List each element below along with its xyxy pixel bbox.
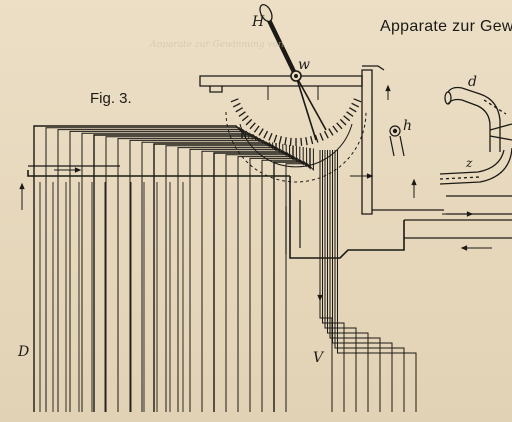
flow-arrows bbox=[19, 84, 492, 302]
pipe-line bbox=[337, 150, 417, 412]
arrow-head bbox=[411, 178, 417, 186]
pipe-line bbox=[322, 150, 345, 412]
pipe-line bbox=[261, 147, 308, 412]
pipe-line bbox=[129, 139, 270, 412]
pipe-line bbox=[225, 146, 297, 412]
arrow-head bbox=[466, 211, 474, 217]
figure-label: Fig. 3. bbox=[90, 90, 132, 107]
label-z: z bbox=[466, 156, 473, 170]
arrow-head bbox=[460, 245, 468, 251]
pipe-line bbox=[327, 150, 369, 412]
bleed-through-text: Apparate zur Gewinnung von bbox=[150, 40, 284, 50]
arrow-head bbox=[74, 167, 82, 173]
pivot-w bbox=[290, 70, 302, 82]
pipe-line bbox=[273, 148, 311, 412]
label-h: h bbox=[403, 118, 413, 134]
arrow-head bbox=[366, 173, 374, 179]
quadrant-scale bbox=[225, 86, 367, 183]
label-d: d bbox=[468, 74, 477, 90]
pipe-line bbox=[105, 136, 263, 412]
pipe-line bbox=[33, 125, 243, 412]
pipe-line bbox=[201, 145, 291, 412]
pipe-line bbox=[213, 145, 294, 412]
pipe-line bbox=[189, 144, 287, 412]
pipe-z bbox=[439, 123, 512, 215]
pipe-line bbox=[69, 130, 253, 412]
pipe-line bbox=[332, 150, 393, 412]
pipe-line bbox=[324, 150, 357, 412]
frame-line bbox=[27, 170, 290, 177]
lever-frame bbox=[199, 65, 385, 215]
arrow-head bbox=[19, 182, 25, 190]
pipe-line bbox=[81, 132, 257, 412]
lever-line-bundle bbox=[27, 125, 512, 412]
label-w: w bbox=[298, 57, 310, 73]
label-V: V bbox=[313, 350, 324, 366]
pipe-line bbox=[117, 138, 267, 412]
heading: Apparate zur Gew bbox=[380, 18, 512, 35]
valve-h bbox=[389, 125, 405, 157]
pipe-line bbox=[249, 147, 304, 412]
pipe-line bbox=[153, 143, 277, 412]
arrow-head bbox=[385, 84, 391, 92]
pipe-line bbox=[329, 150, 381, 412]
pipe-line bbox=[237, 146, 301, 412]
pipe-line bbox=[319, 150, 333, 412]
label-H: H bbox=[252, 14, 265, 30]
arrow-head bbox=[317, 294, 323, 302]
lever-handle[interactable] bbox=[258, 3, 327, 141]
pipe-line bbox=[177, 144, 284, 412]
label-D: D bbox=[18, 344, 30, 360]
frame-line bbox=[289, 176, 405, 259]
pipe-line bbox=[141, 141, 274, 412]
pipe-line bbox=[334, 150, 405, 412]
pipe-d bbox=[444, 86, 507, 152]
